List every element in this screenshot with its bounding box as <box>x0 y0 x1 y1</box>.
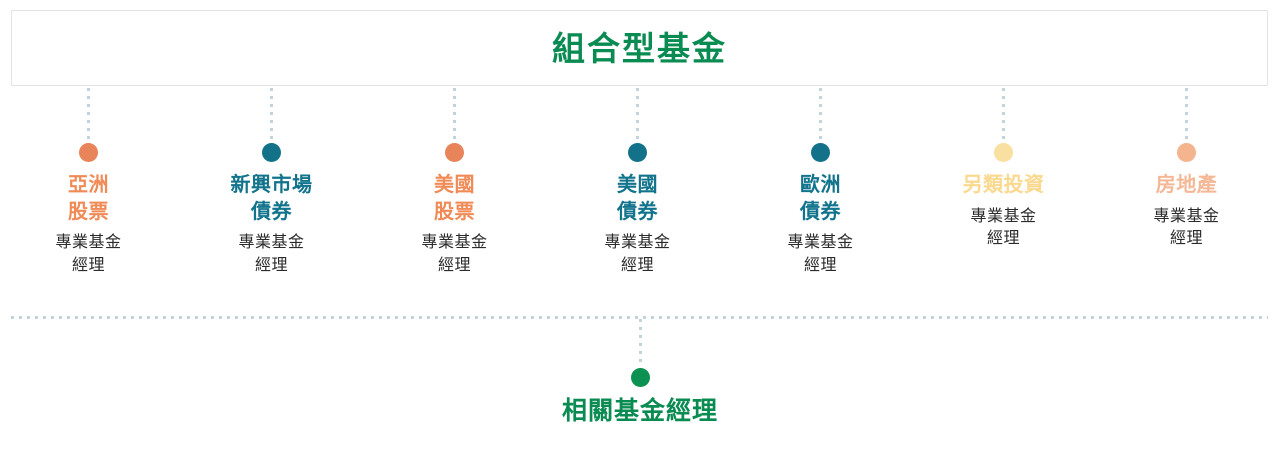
vertical-dotted-connector <box>87 88 90 140</box>
role-label: 專業基金經理 <box>421 231 487 276</box>
category-label-line1: 新興市場 <box>230 172 313 196</box>
role-label-line1: 專業基金 <box>1153 205 1220 225</box>
related-fund-manager-label: 相關基金經理 <box>561 396 718 425</box>
role-label: 專業基金經理 <box>55 231 121 276</box>
category-label-line1: 美國 <box>434 172 475 196</box>
role-label-line2: 經理 <box>620 254 654 274</box>
category-column[interactable]: 美國債券專業基金經理 <box>546 88 729 277</box>
category-label-line2: 債券 <box>251 198 292 223</box>
category-label-line2: 股票 <box>68 198 109 223</box>
category-label-line2: 債券 <box>800 198 841 223</box>
category-column[interactable]: 另類投資專業基金經理 <box>912 88 1095 250</box>
role-label: 專業基金經理 <box>970 205 1036 250</box>
node-dot <box>630 368 650 387</box>
role-label-line2: 經理 <box>986 228 1020 248</box>
category-label: 美國股票 <box>434 171 475 224</box>
category-label: 亞洲股票 <box>68 171 109 224</box>
header-box: 組合型基金 <box>11 10 1268 86</box>
node-dot <box>79 143 98 162</box>
category-column[interactable]: 亞洲股票專業基金經理 <box>0 88 180 277</box>
role-label-line2: 經理 <box>254 254 288 274</box>
role-label-line1: 專業基金 <box>55 232 122 252</box>
vertical-dotted-connector <box>1185 88 1188 140</box>
role-label-line1: 專業基金 <box>238 232 305 252</box>
category-label: 另類投資 <box>963 171 1045 198</box>
node-dot <box>262 143 281 162</box>
category-columns: 亞洲股票專業基金經理新興市場債券專業基金經理美國股票專業基金經理美國債券專業基金… <box>0 88 1280 303</box>
related-fund-manager-node: 相關基金經理 <box>0 319 1280 423</box>
category-label: 新興市場債券 <box>231 171 313 224</box>
category-column[interactable]: 新興市場債券專業基金經理 <box>180 88 363 277</box>
vertical-dotted-connector <box>638 319 642 366</box>
role-label-line1: 專業基金 <box>787 232 854 252</box>
node-dot <box>1177 143 1196 162</box>
category-column[interactable]: 歐洲債券專業基金經理 <box>729 88 912 277</box>
vertical-dotted-connector <box>453 88 456 140</box>
role-label: 專業基金經理 <box>1153 205 1219 250</box>
node-dot <box>994 143 1013 162</box>
category-label-line1: 歐洲 <box>800 172 841 196</box>
vertical-dotted-connector <box>1002 88 1005 140</box>
role-label: 專業基金經理 <box>604 231 670 276</box>
category-label-line1: 美國 <box>617 172 658 196</box>
category-label: 歐洲債券 <box>800 171 841 224</box>
role-label-line2: 經理 <box>1169 228 1203 248</box>
category-label-line1: 房地產 <box>1155 172 1218 196</box>
role-label: 專業基金經理 <box>787 231 853 276</box>
role-label-line2: 經理 <box>437 254 471 274</box>
category-column[interactable]: 美國股票專業基金經理 <box>363 88 546 277</box>
role-label-line2: 經理 <box>71 254 105 274</box>
node-dot <box>811 143 830 162</box>
category-label: 美國債券 <box>617 171 658 224</box>
node-dot <box>628 143 647 162</box>
vertical-dotted-connector <box>636 88 639 140</box>
vertical-dotted-connector <box>819 88 822 140</box>
page-title: 組合型基金 <box>552 28 727 68</box>
category-label-line2: 股票 <box>434 198 475 223</box>
category-label-line2: 債券 <box>617 198 658 223</box>
role-label: 專業基金經理 <box>238 231 304 276</box>
horizontal-dotted-divider <box>11 316 1268 319</box>
category-column[interactable]: 房地產專業基金經理 <box>1095 88 1278 250</box>
role-label-line2: 經理 <box>803 254 837 274</box>
role-label-line1: 專業基金 <box>421 232 488 252</box>
role-label-line1: 專業基金 <box>970 205 1037 225</box>
category-label-line1: 亞洲 <box>68 172 109 196</box>
node-dot <box>445 143 464 162</box>
category-label-line1: 另類投資 <box>962 172 1045 196</box>
category-label: 房地產 <box>1156 171 1218 198</box>
vertical-dotted-connector <box>270 88 273 140</box>
role-label-line1: 專業基金 <box>604 232 671 252</box>
